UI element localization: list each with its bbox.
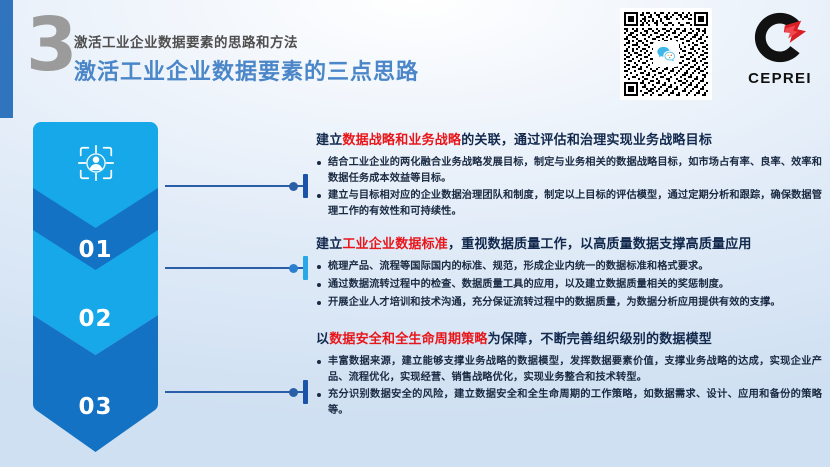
wechat-chat-icon xyxy=(653,41,679,67)
list-item: 开展企业人才培训和技术沟通，充分保证流转过程中的数据质量，为数据分析应用提供有效… xyxy=(316,295,822,311)
wechat-qr-code[interactable] xyxy=(620,8,712,100)
section-heading-3-part-0: 以 xyxy=(316,331,330,347)
ceprei-logo-mark xyxy=(754,12,807,63)
page-title: 激活工业企业数据要素的三点思路 xyxy=(74,59,420,84)
connector-01 xyxy=(165,174,308,198)
step-chevron-03[interactable]: 03 xyxy=(33,315,158,452)
header-subtitle: 激活工业企业数据要素的思路和方法 xyxy=(74,35,298,50)
connector-bar-02 xyxy=(303,256,308,280)
section-heading-1-part-2: 的关联，通过评估和治理实现业务战略目标 xyxy=(461,132,713,147)
list-item: 充分识别数据安全的风险，建立数据安全和全生命周期的工作策略，如数据需求、设计、应… xyxy=(316,387,822,418)
step-number-03: 03 xyxy=(78,394,113,420)
connector-03 xyxy=(165,380,308,404)
connector-02 xyxy=(165,256,308,280)
step-chevron-02[interactable]: 02 xyxy=(33,230,158,355)
list-item: 建立与目标相对应的企业数据治理团队和制度，制定以上目标的评估模型，通过定期分析和… xyxy=(316,188,822,219)
connector-dot-01 xyxy=(289,181,298,191)
ceprei-logo: CEPREI xyxy=(740,10,820,98)
list-item: 通过数据流转过程中的检查、数据质量工具的应用，以及建立数据质量相关的奖惩制度。 xyxy=(316,277,822,293)
section-bullets-1: 结合工业企业的两化融合业务战略发展目标，制定与业务相关的数据战略目标，如市场占有… xyxy=(316,155,822,219)
section-heading-1: 建立数据战略和业务战略的关联，通过评估和治理实现业务战略目标 xyxy=(316,130,822,149)
list-item: 梳理产品、流程等国际国内的标准、规范，形成企业内统一的数据标准和格式要求。 xyxy=(316,259,822,275)
ceprei-logo-text: CEPREI xyxy=(748,70,812,87)
person-focus-target-icon xyxy=(75,142,117,184)
chevron-shape-02 xyxy=(33,230,158,355)
section-heading-2-part-0: 建立 xyxy=(316,236,343,252)
section-heading-3: 以数据安全和全生命周期策略为保障，不断完善组织级别的数据模型 xyxy=(316,329,822,348)
chevron-shape-03 xyxy=(33,315,158,452)
step-number-01: 01 xyxy=(78,237,113,263)
section-heading-3-part-1: 数据安全和全生命周期策略 xyxy=(329,331,488,347)
left-edge-accent-bar xyxy=(0,0,13,118)
section-bullets-2: 梳理产品、流程等国际国内的标准、规范，形成企业内统一的数据标准和格式要求。 通过… xyxy=(316,259,822,310)
section-number: 3 xyxy=(26,2,77,88)
connector-dot-03 xyxy=(289,387,298,397)
step-number-02: 02 xyxy=(78,306,113,332)
list-item: 丰富数据来源，建立能够支撑业务战略的数据模型，发挥数据要素价值，支撑业务战略的达… xyxy=(316,354,822,385)
section-heading-2-part-2: ，重视数据质量工作，以高质量数据支撑高质量应用 xyxy=(448,236,752,252)
connector-line-01 xyxy=(165,185,303,187)
connector-dot-02 xyxy=(289,263,298,273)
section-heading-1-part-0: 建立 xyxy=(316,132,343,147)
content-section-1: 建立数据战略和业务战略的关联，通过评估和治理实现业务战略目标 结合工业企业的两化… xyxy=(316,130,822,219)
slide-header: 3 激活工业企业数据要素的思路和方法 激活工业企业数据要素的三点思路 xyxy=(22,6,622,102)
section-heading-3-part-2: 为保障，不断完善组织级别的数据模型 xyxy=(487,331,713,347)
section-bullets-3: 丰富数据来源，建立能够支撑业务战略的数据模型，发挥数据要素价值，支撑业务战略的达… xyxy=(316,354,822,418)
content-section-3: 以数据安全和全生命周期策略为保障，不断完善组织级别的数据模型 丰富数据来源，建立… xyxy=(316,329,822,418)
step-chevron-stack: 01 02 03 xyxy=(33,122,158,452)
connector-bar-03 xyxy=(303,380,308,404)
section-heading-2-part-1: 工业企业数据标准 xyxy=(342,236,449,252)
qr-code-icon xyxy=(620,8,712,100)
connector-line-03 xyxy=(165,391,303,393)
section-heading-1-part-1: 数据战略和业务战略 xyxy=(342,132,462,147)
list-item: 结合工业企业的两化融合业务战略发展目标，制定与业务相关的数据战略目标，如市场占有… xyxy=(316,155,822,186)
content-section-2: 建立工业企业数据标准，重视数据质量工作，以高质量数据支撑高质量应用 梳理产品、流… xyxy=(316,234,822,310)
connector-line-02 xyxy=(165,267,303,269)
section-heading-2: 建立工业企业数据标准，重视数据质量工作，以高质量数据支撑高质量应用 xyxy=(316,234,822,253)
content-column: 建立数据战略和业务战略的关联，通过评估和治理实现业务战略目标 结合工业企业的两化… xyxy=(316,130,822,425)
connector-bar-01 xyxy=(303,174,308,198)
